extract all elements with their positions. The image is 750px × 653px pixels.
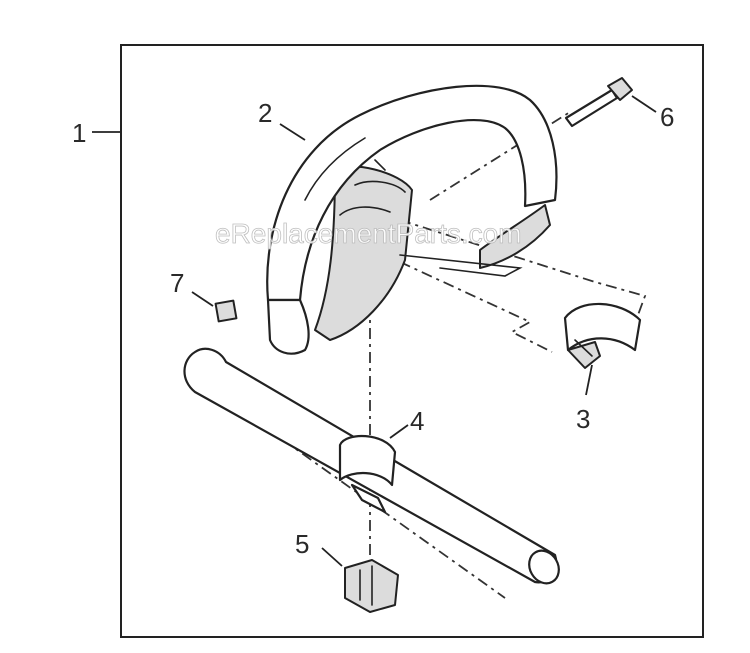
callout-4: 4 bbox=[410, 406, 424, 436]
cushion-part bbox=[344, 559, 399, 613]
clamp-ring-part bbox=[338, 434, 397, 514]
clamp-part bbox=[563, 302, 642, 369]
callout-2: 2 bbox=[258, 98, 272, 128]
front-handle-part bbox=[266, 84, 558, 355]
assembly-frame bbox=[120, 44, 704, 638]
callout-5: 5 bbox=[295, 529, 309, 559]
callout-7: 7 bbox=[170, 268, 184, 298]
callout-3: 3 bbox=[576, 404, 590, 434]
nut-part bbox=[214, 299, 238, 323]
callout-1: 1 bbox=[72, 118, 86, 148]
watermark: eReplacementParts.com bbox=[215, 218, 522, 249]
callout-6: 6 bbox=[660, 102, 674, 132]
leader-lines bbox=[92, 95, 657, 567]
bolt-part bbox=[564, 77, 633, 128]
